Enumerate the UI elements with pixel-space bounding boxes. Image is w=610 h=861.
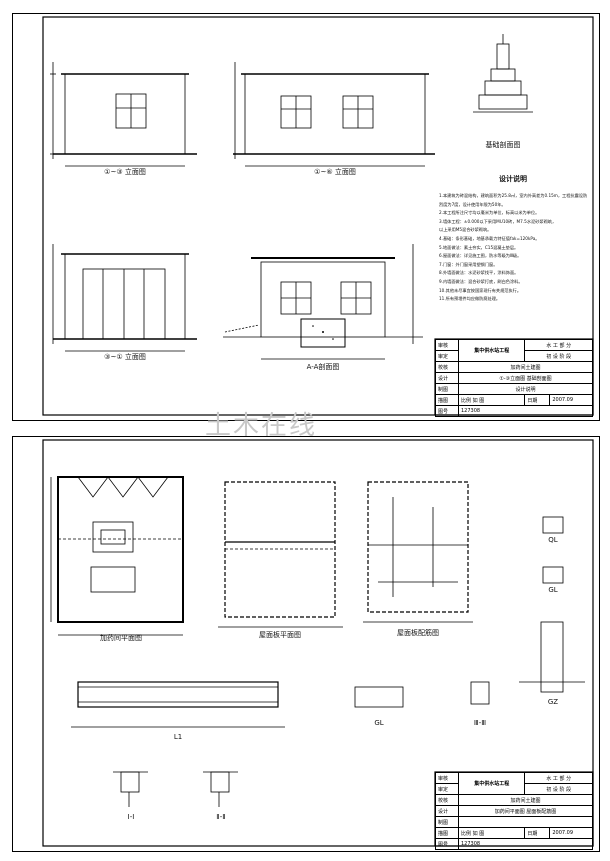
note-line: 11.所有预埋件均应做防腐处理。 bbox=[439, 296, 501, 302]
note-line: 9.内墙面做法：混合砂浆打底，刷白色涂料。 bbox=[439, 278, 523, 284]
tb-scale: 比例 如 图 bbox=[457, 827, 526, 839]
tb-cell: 日期 bbox=[524, 827, 551, 839]
tb-date: 2007.09 bbox=[549, 394, 593, 406]
tb-cell: 图号 bbox=[435, 405, 459, 417]
tb-cell: 设计 bbox=[435, 372, 459, 384]
note-line: 8.外墙面做法：水泥砂浆找平，涂料饰面。 bbox=[439, 270, 519, 276]
tb-scale: 比例 如 图 bbox=[457, 394, 526, 406]
tb-cell: 日期 bbox=[524, 394, 551, 406]
tb-cell: 审定 bbox=[435, 783, 459, 795]
tb-cell: 水 工 部 分 bbox=[524, 339, 593, 351]
tb-cell: 初 设 阶 段 bbox=[524, 783, 593, 795]
gl-title: GL bbox=[374, 719, 384, 727]
drawing-sheet-1: ①~③ 立面图 ①~⑥ 立面图 基础剖面图 ③~① 立面图 A-A剖面图 设计说… bbox=[12, 13, 600, 421]
tb-cell: 描图 bbox=[435, 827, 459, 839]
section-2-title: Ⅱ-Ⅱ bbox=[216, 813, 226, 821]
section-3-title: Ⅲ-Ⅲ bbox=[473, 719, 487, 727]
tb-drawing-name: 加药间土建图 bbox=[458, 361, 593, 373]
rebar-plan-title: 屋面板配筋图 bbox=[397, 629, 439, 637]
tb-project: 集中供水站工程 bbox=[457, 772, 526, 795]
sheet-1-linework bbox=[42, 16, 594, 416]
elev-1-title: ①~③ 立面图 bbox=[104, 168, 146, 176]
note-line: 烈度为7度，设计使用年限为50年。 bbox=[439, 201, 506, 207]
tb-drawing-no: 127308 bbox=[458, 838, 593, 850]
elev-3-title: ③~① 立面图 bbox=[104, 353, 146, 361]
drawing-sheet-2: 加药间平面图 屋面板平面图 屋面板配筋图 L1 Ⅰ-Ⅰ Ⅱ-Ⅱ GL Ⅲ-Ⅲ Q… bbox=[12, 436, 600, 852]
tb-cell: 水 工 部 分 bbox=[524, 772, 593, 784]
note-line: 6.屋面做法：详见施工图，防水等级为Ⅲ级。 bbox=[439, 253, 522, 259]
title-block-2: 审核集中供水站工程水 工 部 分 审定 初 设 阶 段 校核加药间土建图 设计加药… bbox=[435, 772, 593, 850]
tb-date: 2007.09 bbox=[549, 827, 593, 839]
tb-cell: 审定 bbox=[435, 350, 459, 362]
gl2-title: GL bbox=[548, 586, 558, 594]
tb-drawing-name bbox=[458, 816, 593, 828]
elev-2-title: ①~⑥ 立面图 bbox=[314, 168, 356, 176]
tb-cell: 制图 bbox=[435, 383, 459, 395]
note-line: 以上采用M5混合砂浆砌筑。 bbox=[439, 227, 492, 233]
note-line: 3.墙体工程：±0.000以下采用MU10砖，M7.5水泥砂浆砌筑， bbox=[439, 218, 557, 224]
tb-cell: 图号 bbox=[435, 838, 459, 850]
tb-cell: 审核 bbox=[435, 772, 459, 784]
tb-drawing-name: 加药间平面图 屋面板配筋图 bbox=[458, 805, 593, 817]
tb-cell: 校核 bbox=[435, 794, 459, 806]
tb-drawing-name: ①-③立面图 基础剖面图 bbox=[458, 372, 593, 384]
note-line: 10.其他未尽事宜按国家现行有关规范执行。 bbox=[439, 287, 522, 293]
sheet-2-linework bbox=[42, 439, 594, 847]
beam-l1-title: L1 bbox=[173, 733, 183, 741]
note-line: 5.地面做法：素土夯实，C15混凝土垫层。 bbox=[439, 244, 519, 250]
design-notes-title: 设计说明 bbox=[499, 175, 527, 183]
design-notes-list: 1.本建筑为砖混结构，建筑面积为25.8㎡，室内外高差为0.15m，工程抗震设防… bbox=[439, 192, 591, 304]
note-line: 1.本建筑为砖混结构，建筑面积为25.8㎡，室内外高差为0.15m，工程抗震设防 bbox=[439, 193, 588, 198]
tb-cell: 制图 bbox=[435, 816, 459, 828]
section-1-title: Ⅰ-Ⅰ bbox=[127, 813, 135, 821]
tb-cell: 校核 bbox=[435, 361, 459, 373]
ql-title: QL bbox=[548, 536, 558, 544]
gz-title: GZ bbox=[547, 698, 559, 706]
beam-plan-title: 屋面板平面图 bbox=[259, 631, 301, 639]
foundation-detail-title: 基础剖面图 bbox=[485, 141, 521, 149]
plan-title: 加药间平面图 bbox=[100, 634, 142, 642]
tb-drawing-no: 127308 bbox=[458, 405, 593, 417]
tb-cell: 审核 bbox=[435, 339, 459, 351]
note-line: 7.门窗：外门窗采用塑钢门窗。 bbox=[439, 261, 498, 267]
tb-cell: 描图 bbox=[435, 394, 459, 406]
tb-drawing-name: 加药间土建图 bbox=[458, 794, 593, 806]
note-line: 4.基础：条形基础，地基承载力特征值fak=120kPa。 bbox=[439, 235, 540, 241]
tb-cell: 初 设 阶 段 bbox=[524, 350, 593, 362]
section-aa-title: A-A剖面图 bbox=[306, 363, 340, 371]
tb-cell: 设计 bbox=[435, 805, 459, 817]
tb-drawing-name: 设计说明 bbox=[458, 383, 593, 395]
tb-project: 集中供水站工程 bbox=[457, 339, 526, 362]
note-line: 2.本工程所注尺寸均以毫米为单位，标高以米为单位。 bbox=[439, 210, 540, 216]
